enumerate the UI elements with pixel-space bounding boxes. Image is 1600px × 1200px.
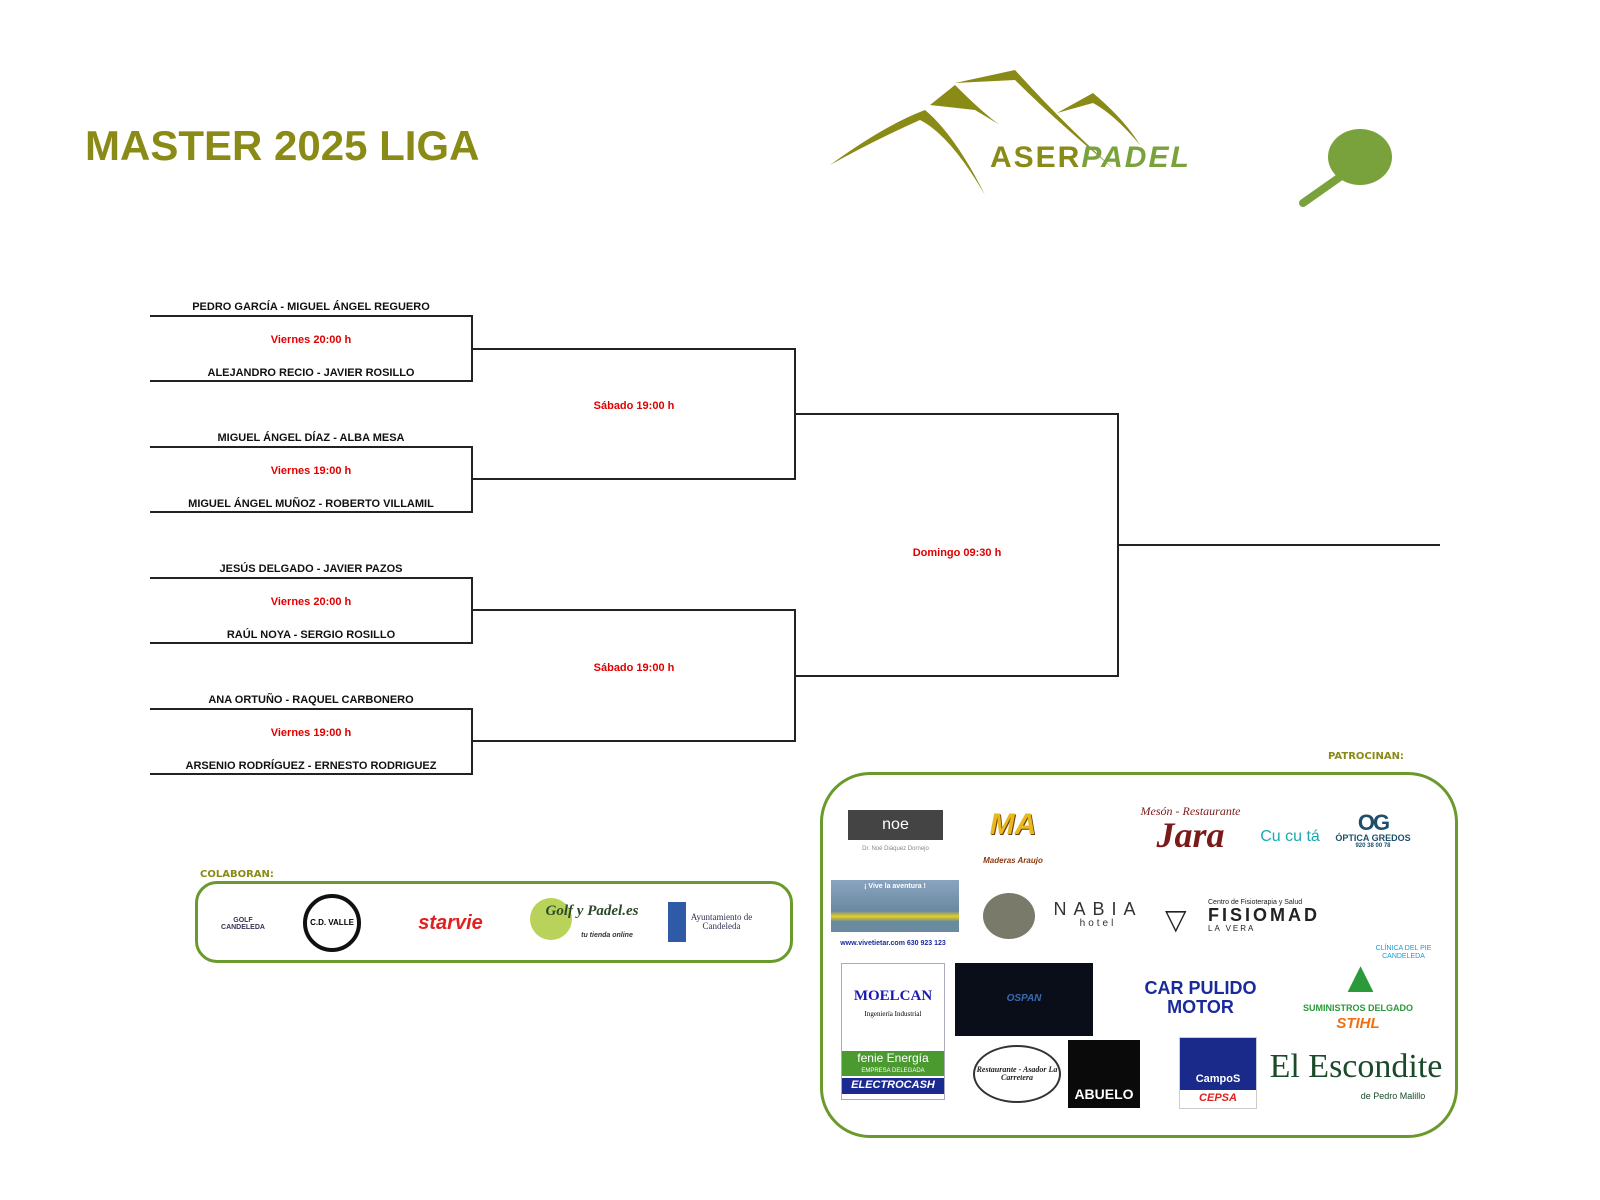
match-time: Viernes 20:00 h (270, 596, 352, 608)
semifinal-time: Sábado 19:00 h (593, 400, 675, 412)
bracket-line (150, 773, 472, 775)
colaboran-label: COLABORAN: (200, 869, 274, 880)
bracket-line (472, 609, 796, 611)
suministros-delgado-logo: SUMINISTROS DELGADO (1302, 1003, 1413, 1014)
bracket-line (472, 740, 796, 742)
fisiomad-tagline: Centro de Fisioterapia y Salud (1208, 898, 1303, 906)
team-name: ARSENIO RODRÍGUEZ - ERNESTO RODRIGUEZ (185, 760, 437, 772)
bracket-line (150, 642, 472, 644)
colaboran-box: GOLF CANDELEDA C.D. VALLE starvie Golf y… (195, 881, 793, 963)
ayuntamiento-logo: Ayuntamiento de Candeleda (668, 902, 753, 942)
nabia-coin-icon (983, 893, 1035, 939)
moelcan-logo: MOELCAN Ingeniería Industrial fenie Ener… (841, 963, 945, 1100)
bracket-line (150, 708, 472, 710)
noe-logo: noe (848, 810, 943, 840)
golfypadel-logo: Golf y Padel.es tu tienda online (528, 894, 648, 952)
jara-name: Jara (1156, 815, 1225, 856)
nabia-hotel-logo: NABIA hotel (1048, 895, 1148, 935)
bracket-line (150, 380, 472, 382)
team-name: JESÚS DELGADO - JAVIER PAZOS (219, 563, 403, 575)
starvie-logo: starvie (418, 911, 483, 934)
bracket-line (795, 675, 1118, 677)
maderas-araujo-subtitle: Maderas Araujo (983, 855, 1043, 865)
fisiomad-icon: ▽ (1165, 904, 1187, 935)
fisiomad-name: FISIOMAD (1208, 905, 1320, 926)
bracket-line (472, 478, 796, 480)
nabia-sub: hotel (1079, 918, 1117, 930)
brand-padel: PADEL (1081, 141, 1191, 174)
match-time: Viernes 20:00 h (270, 334, 352, 346)
patrocinan-box: noe Dr. Noé Diáquez Dornejo MA Maderas A… (820, 772, 1458, 1138)
clinica-pie-logo: CLÍNICA DEL PIE CANDELEDA (1375, 945, 1432, 960)
team-name: ANA ORTUÑO - RAQUEL CARBONERO (208, 694, 414, 706)
el-escondite-logo: El Escondite (1269, 1048, 1443, 1086)
noe-subtitle: Dr. Noé Diáquez Dornejo (862, 845, 929, 852)
patrocinan-label: PATROCINAN: (1328, 751, 1404, 762)
bracket-line (1118, 544, 1440, 546)
el-escondite-subtitle: de Pedro Malillo (1360, 1091, 1426, 1102)
og-icon: OG (1357, 809, 1390, 835)
golf-candeleda-logo: GOLF CANDELEDA (221, 916, 265, 931)
fisiomad-logo: Centro de Fisioterapia y Salud FISIOMAD … (1208, 895, 1348, 937)
tree-icon: ▲ (1338, 953, 1383, 1002)
final-time: Domingo 09:30 h (912, 547, 1002, 559)
stihl-logo: STIHL (1336, 1015, 1380, 1033)
brand-aser: ASER (990, 141, 1082, 174)
car-pulido-motor-logo: CAR PULIDO MOTOR (1144, 977, 1257, 1017)
mountains-icon (830, 70, 1392, 207)
optica-name: ÓPTICA GREDOS (1335, 832, 1411, 843)
meson-jara-logo: Mesón - Restaurante Jara (1073, 795, 1273, 865)
team-name: MIGUEL ÁNGEL DÍAZ - ALBA MESA (217, 432, 405, 444)
maderas-araujo-logo: MA (989, 808, 1037, 842)
optica-phone: 920 38 00 78 (1355, 843, 1391, 850)
page-title: MASTER 2025 LIGA (85, 122, 480, 169)
optica-gredos-logo: OG ÓPTICA GREDOS 920 38 00 78 (1328, 810, 1418, 850)
nabia-name: NABIA (1053, 899, 1143, 920)
semifinal-time: Sábado 19:00 h (593, 662, 675, 674)
ospan-logo: OSPAN (955, 963, 1093, 1036)
fisiomad-sub: LA VERA (1208, 923, 1256, 933)
la-carretera-logo: Restaurante - Asador La Carretera (973, 1045, 1061, 1103)
bracket-line (472, 348, 796, 350)
team-name: RAÚL NOYA - SERGIO ROSILLO (226, 629, 396, 641)
bracket-line (150, 577, 472, 579)
cd-valle-logo: C.D. VALLE (303, 894, 361, 952)
jara-tagline: Mesón - Restaurante (1140, 803, 1241, 818)
team-name: PEDRO GARCÍA - MIGUEL ÁNGEL REGUERO (192, 301, 430, 313)
vive-tietar-logo: ¡ Vive la aventura ! (831, 880, 959, 932)
cucuta-logo: Cu cu tá (1260, 827, 1320, 845)
bracket-line (150, 511, 472, 513)
bracket-line (795, 413, 1118, 415)
aserpadel-logo: ASERPADEL (825, 65, 1405, 210)
campos-cepsa-logo: CampoS CEPSA (1179, 1037, 1257, 1109)
bracket-line (150, 446, 472, 448)
vive-tietar-contact: www.vivetietar.com 630 923 123 (840, 940, 946, 948)
match-time: Viernes 19:00 h (270, 465, 352, 477)
bracket-line (150, 315, 472, 317)
team-name: MIGUEL ÁNGEL MUÑOZ - ROBERTO VILLAMIL (188, 498, 434, 510)
match-time: Viernes 19:00 h (270, 727, 352, 739)
abuelo-logo: ABUELO (1068, 1040, 1140, 1108)
team-name: ALEJANDRO RECIO - JAVIER ROSILLO (207, 367, 415, 379)
